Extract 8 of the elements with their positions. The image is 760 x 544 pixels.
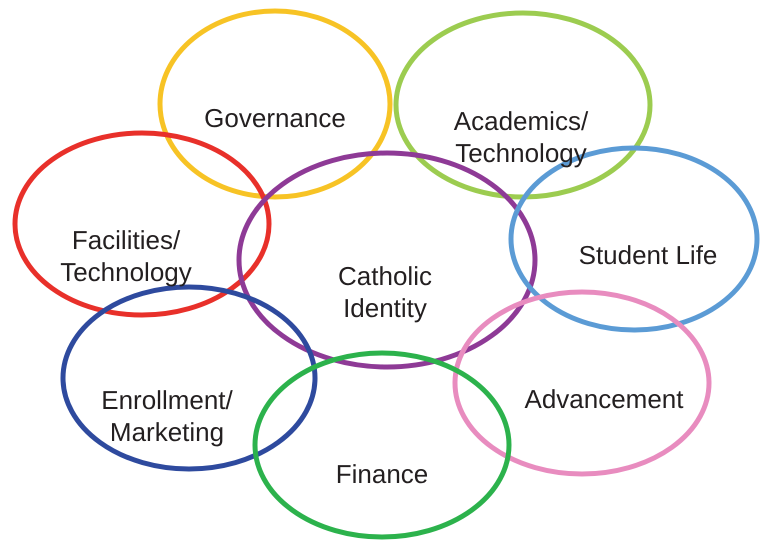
category-label: Governance [203, 102, 347, 134]
category-label: Advancement [524, 383, 684, 415]
category-label: Facilities/ Technology [59, 224, 193, 288]
category-label: Student Life [578, 239, 718, 271]
category-label: Finance [334, 458, 430, 490]
category-label: Academics/ Technology [452, 105, 590, 169]
category-label: Catholic Identity [337, 260, 433, 324]
category-label: Enrollment/ Marketing [100, 384, 234, 448]
